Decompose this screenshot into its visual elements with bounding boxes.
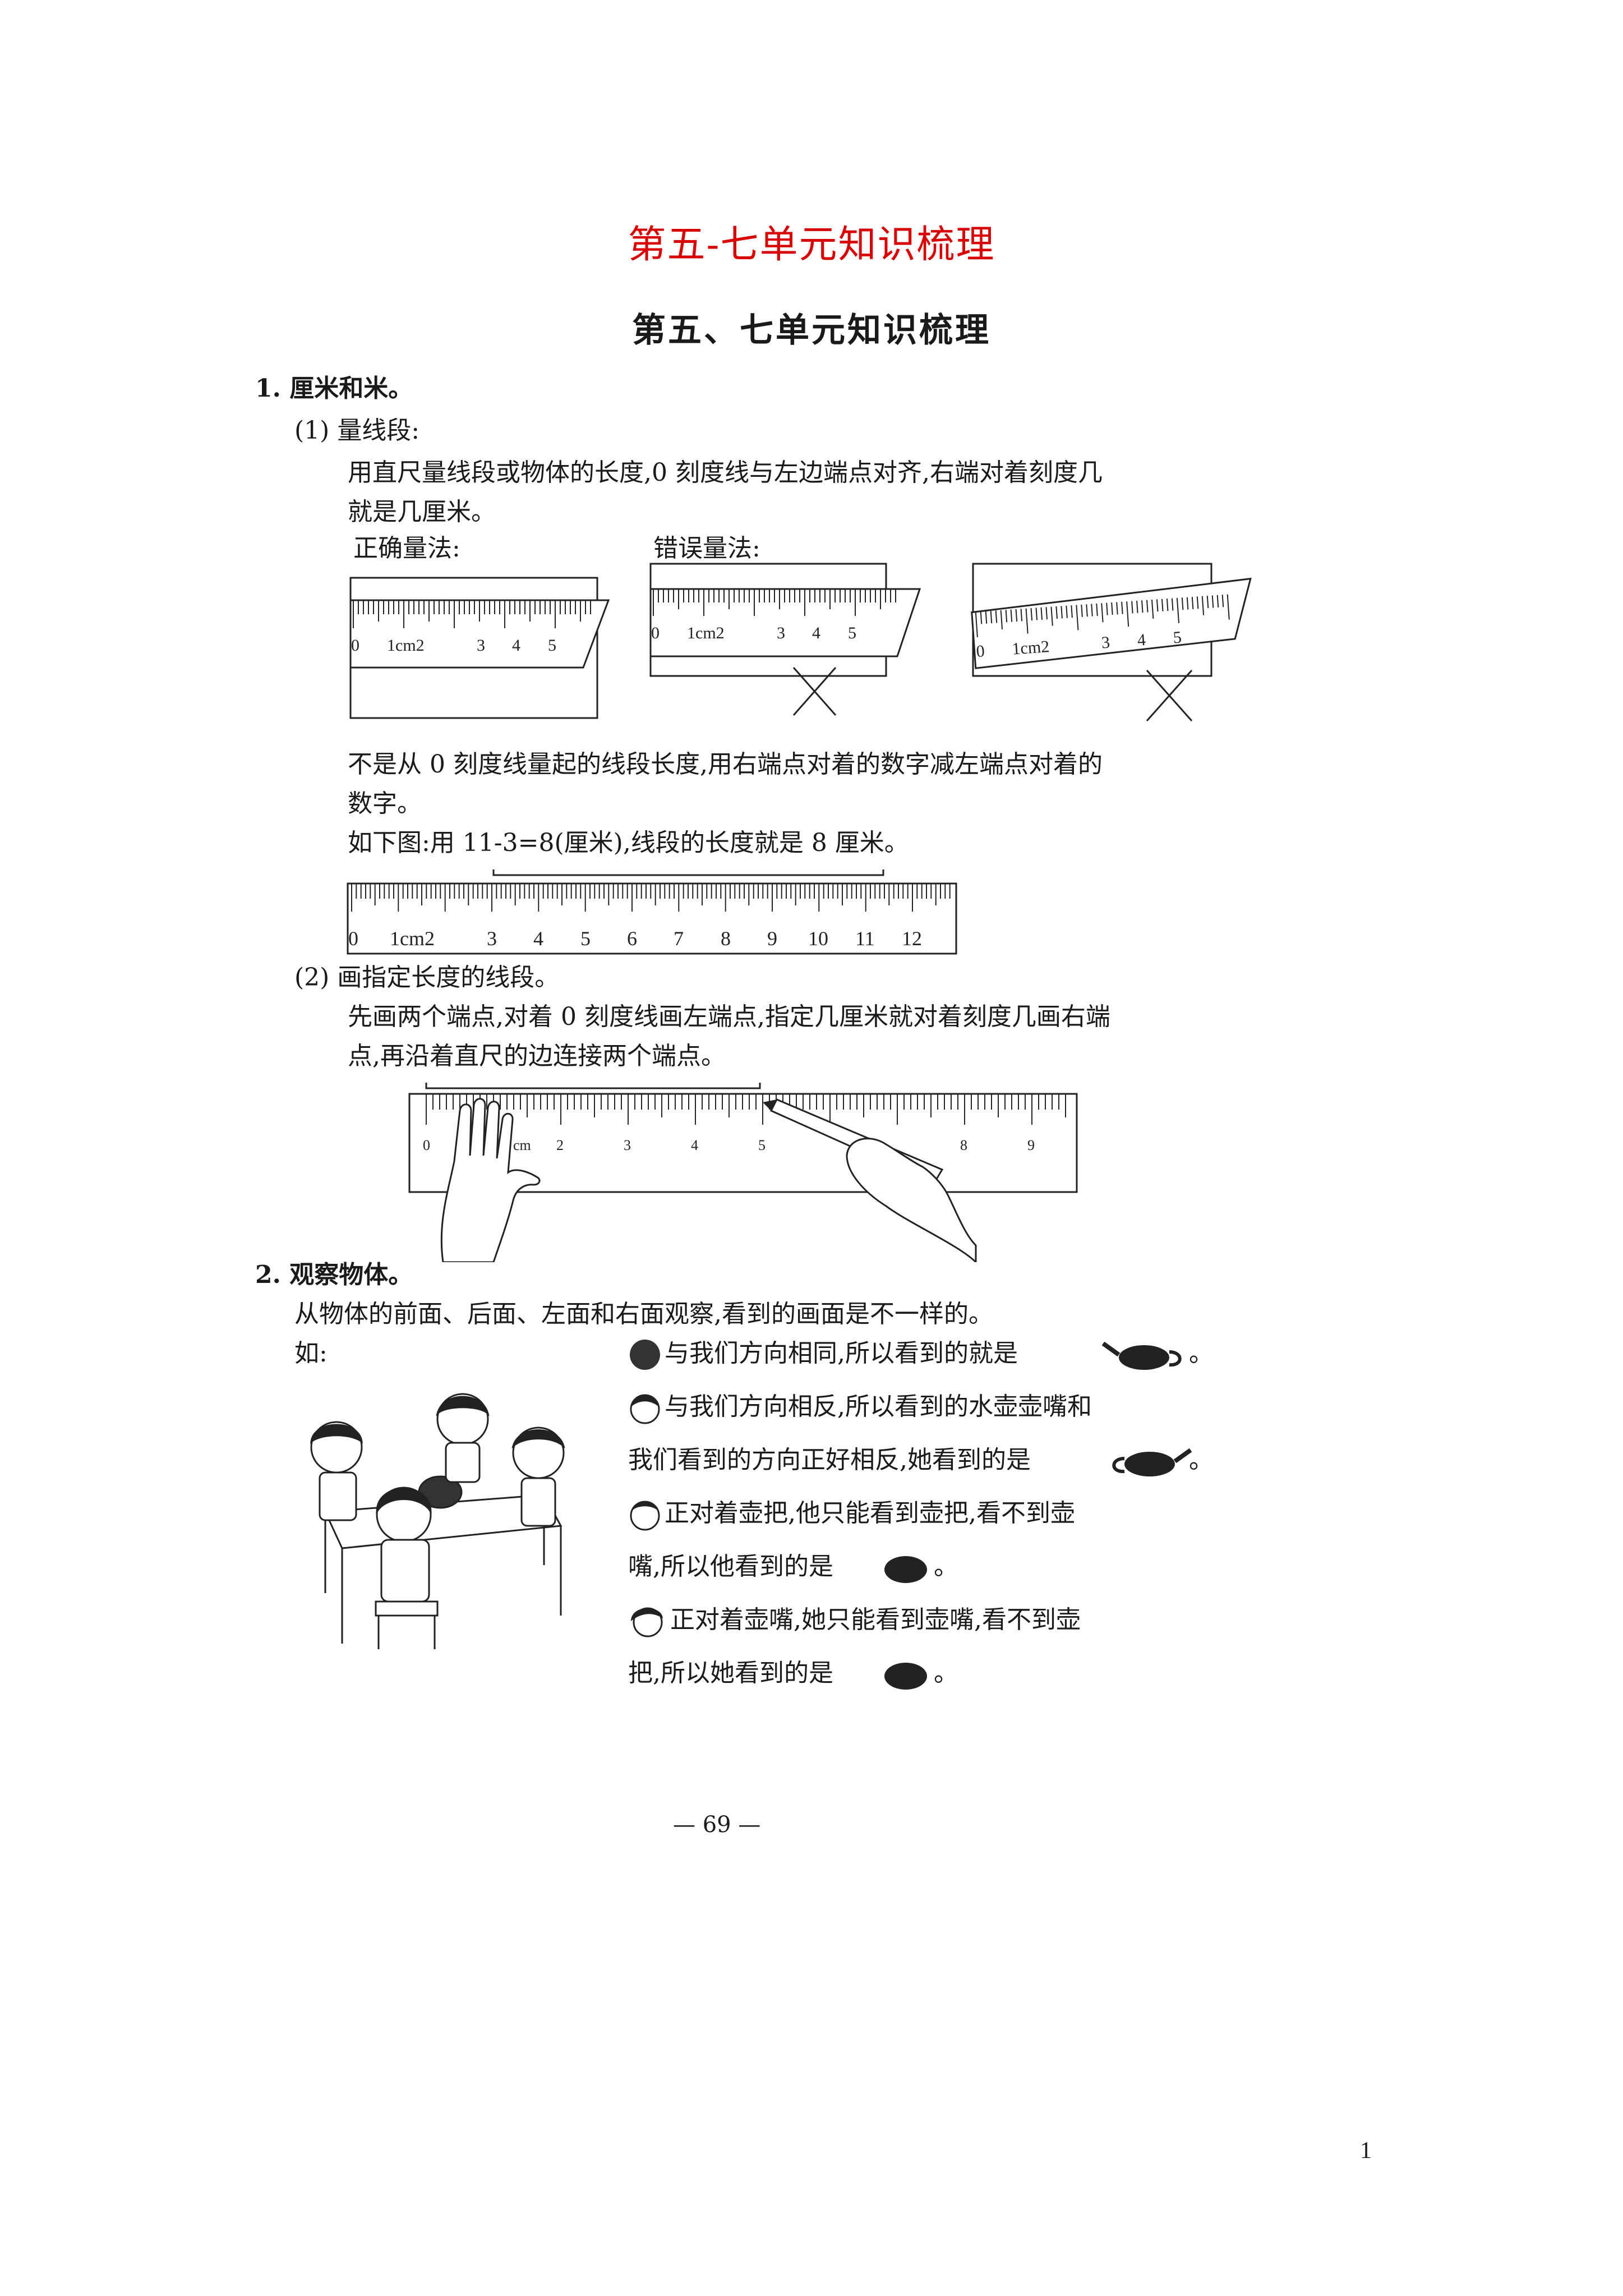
ruler-ticks xyxy=(426,1094,1066,1125)
hand-ruler-label: 2 xyxy=(556,1137,564,1153)
obs1-period: 。 xyxy=(1189,1339,1214,1368)
page-title: 第五-七单元知识梳理 xyxy=(628,223,995,267)
wrong-ruler-figure-1: 0 1cm2 3 4 5 xyxy=(649,563,921,716)
ruler-label: 3 xyxy=(1101,633,1110,652)
long-ruler-label: 5 xyxy=(580,927,591,950)
wrong-ruler-figure-2: 0 1cm2 3 4 5 xyxy=(971,563,1252,721)
right-hand-pencil-icon xyxy=(763,1098,977,1262)
ruler-label: 0 xyxy=(651,624,660,642)
teapot-handle-view-icon xyxy=(884,1556,927,1583)
teapot-side-view-icon xyxy=(1102,1341,1182,1370)
child-face-back-icon xyxy=(630,1340,660,1370)
note-line1: 不是从 0 刻度线量起的线段长度,用右端点对着的数字减左端点对着的 xyxy=(348,750,1103,779)
children-table-illustration xyxy=(310,1393,565,1649)
long-ruler-label: 8 xyxy=(721,927,731,950)
obs4-period: 。 xyxy=(934,1659,958,1687)
long-ruler-label: 9 xyxy=(767,927,777,950)
page-number: — 69 — xyxy=(673,1812,761,1838)
long-ruler-label: 4 xyxy=(533,927,543,950)
ruler-label: 0 xyxy=(351,636,359,655)
long-ruler-label: 11 xyxy=(855,927,875,950)
obs1-text: 与我们方向相同,所以看到的就是 xyxy=(665,1339,1018,1368)
wrong-method-label: 错误量法: xyxy=(653,534,760,563)
obs4-text-a: 正对着壶嘴,她只能看到壶嘴,看不到壶 xyxy=(670,1605,1081,1634)
child-face-side-icon xyxy=(630,1501,660,1531)
hand-ruler-label: 0 xyxy=(423,1137,430,1153)
long-ruler-label: 0 xyxy=(348,927,358,950)
teapot-reverse-view-icon xyxy=(1112,1448,1192,1476)
ruler-label: 4 xyxy=(1137,631,1146,650)
hand-ruler-label: cm xyxy=(513,1137,531,1153)
hand-ruler-label: 4 xyxy=(691,1137,698,1153)
ruler-label: 4 xyxy=(512,636,520,655)
child-face-side2-icon xyxy=(631,1607,663,1637)
corner-page-number: 1 xyxy=(1360,2138,1372,2164)
example-label: 如: xyxy=(294,1339,328,1368)
segment-bracket xyxy=(425,1083,761,1089)
long-ruler-label: 12 xyxy=(902,927,922,950)
ruler-body xyxy=(347,882,957,955)
ruler-ticks xyxy=(351,884,951,912)
hand-ruler-label: 8 xyxy=(960,1137,967,1153)
cross-mark xyxy=(792,667,837,716)
ruler-ticks xyxy=(653,589,896,616)
sub1-line1: 用直尺量线段或物体的长度,0 刻度线与左边端点对齐,右端对着刻度几 xyxy=(348,458,1103,487)
child-face-front-icon xyxy=(630,1394,660,1424)
ruler-label: 4 xyxy=(812,624,820,642)
ruler-label: 1cm2 xyxy=(687,624,725,642)
long-ruler-label: 10 xyxy=(808,927,828,950)
sub2-line1: 先画两个端点,对着 0 刻度线画左端点,指定几厘米就对着刻度几画右端 xyxy=(348,1002,1110,1031)
long-ruler-label: 3 xyxy=(487,927,497,950)
correct-method-label: 正确量法: xyxy=(353,534,460,563)
ruler-label: 3 xyxy=(477,636,485,655)
ruler-label: 5 xyxy=(848,624,856,642)
long-ruler-label: 1cm2 xyxy=(390,927,435,950)
ruler-label: 5 xyxy=(1173,628,1182,647)
cross-mark xyxy=(1146,670,1193,721)
ruler-label: 1cm2 xyxy=(1011,637,1050,659)
long-ruler-figure: 0 1cm2 3 4 5 6 7 8 9 10 11 12 xyxy=(347,869,957,955)
obs2-text-a: 与我们方向相反,所以看到的水壶壶嘴和 xyxy=(665,1392,1092,1421)
obs4-text-b: 把,所以她看到的是 xyxy=(628,1659,833,1687)
obs3-period: 。 xyxy=(934,1552,958,1581)
ruler-label: 5 xyxy=(548,636,556,655)
long-ruler-label: 7 xyxy=(674,927,684,950)
obs2-text-b: 我们看到的方向正好相反,她看到的是 xyxy=(628,1446,1031,1474)
ruler-label: 3 xyxy=(777,624,785,642)
ruler-label: 0 xyxy=(976,642,985,661)
sub2-heading: (2) 画指定长度的线段。 xyxy=(294,963,560,992)
obs2-period: 。 xyxy=(1189,1446,1214,1474)
sub1-line2: 就是几厘米。 xyxy=(348,498,496,526)
ruler-body xyxy=(349,599,610,669)
note-line2: 数字。 xyxy=(348,789,422,818)
hand-ruler-label: 9 xyxy=(1027,1137,1035,1153)
sub2-line2: 点,再沿着直尺的边连接两个端点。 xyxy=(348,1042,726,1070)
ruler-ticks xyxy=(353,600,591,628)
ruler-ticks xyxy=(975,594,1230,637)
left-hand-icon xyxy=(440,1098,541,1262)
ruler-label: 1cm2 xyxy=(387,636,425,655)
section1-heading: 1. 厘米和米。 xyxy=(255,374,413,403)
section2-heading: 2. 观察物体。 xyxy=(255,1260,413,1289)
example-text: 如下图:用 11-3=8(厘米),线段的长度就是 8 厘米。 xyxy=(348,829,909,857)
correct-ruler-figure: 0 1cm2 3 4 5 xyxy=(349,577,610,719)
long-ruler-label: 6 xyxy=(627,927,637,950)
hand-ruler-figure: 0 cm 2 3 4 5 8 9 xyxy=(408,1083,1078,1262)
segment-bracket xyxy=(492,869,884,876)
obs3-text-b: 嘴,所以他看到的是 xyxy=(628,1552,833,1581)
scan-title: 第五、七单元知识梳理 xyxy=(632,311,991,350)
hand-ruler-label: 5 xyxy=(758,1137,766,1153)
obs3-text-a: 正对着壶把,他只能看到壶把,看不到壶 xyxy=(665,1499,1075,1527)
sub1-heading: (1) 量线段: xyxy=(294,416,420,445)
ruler-body xyxy=(971,577,1252,669)
section2-line1: 从物体的前面、后面、左面和右面观察,看到的画面是不一样的。 xyxy=(294,1300,993,1328)
teapot-spout-view-icon xyxy=(884,1663,927,1690)
hand-ruler-label: 3 xyxy=(624,1137,631,1153)
